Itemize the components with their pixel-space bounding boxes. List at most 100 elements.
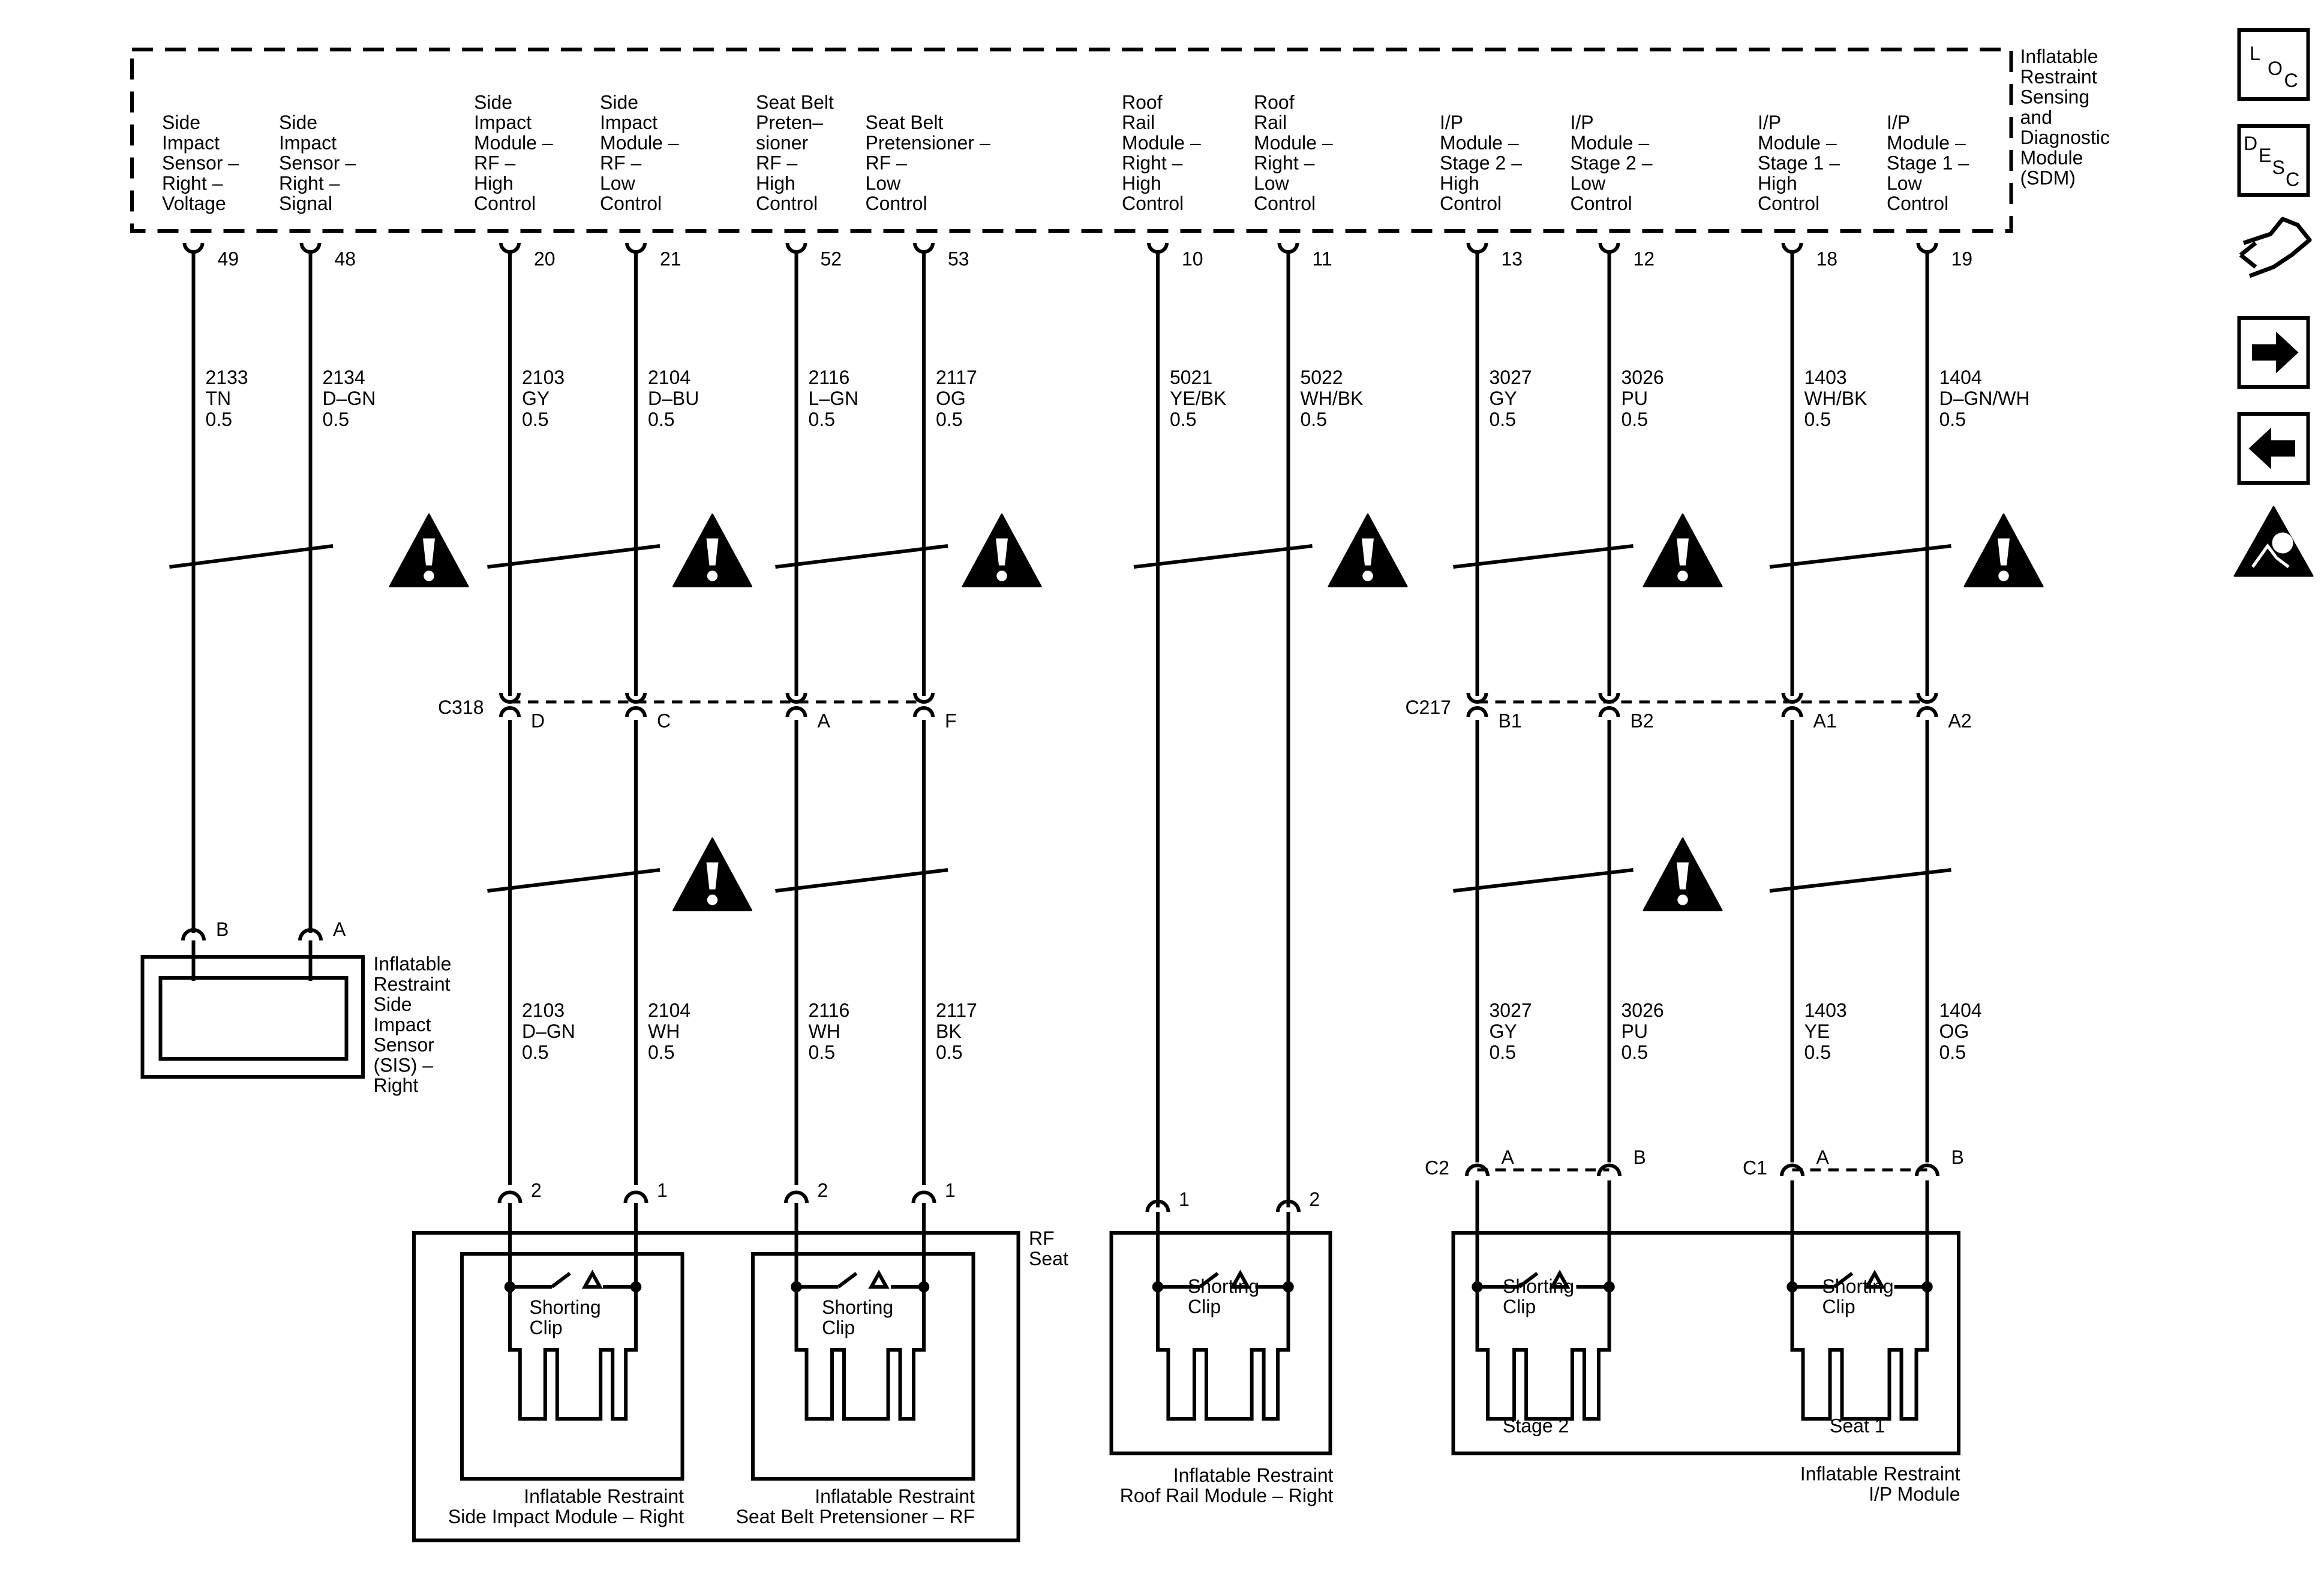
desc-letter: C: [2286, 169, 2299, 190]
sdm-pin-label: Control: [1887, 193, 1948, 214]
c318-pin-bottom: [913, 706, 935, 718]
sdm-pin-label: Right –: [1254, 152, 1315, 174]
loc-icon[interactable]: LOC: [2237, 28, 2310, 101]
wire-circuit: 2116: [809, 367, 850, 388]
wire-gauge: 0.5: [1622, 409, 1648, 430]
sdm-pin-number: 18: [1816, 248, 1838, 270]
sis-label: (SIS) –: [374, 1054, 434, 1076]
wire-color: D–GN/WH: [1939, 388, 2030, 409]
warning-icon: [672, 514, 752, 587]
sdm-pin-label: Side: [279, 112, 317, 133]
seat1-clip-body: [1790, 1287, 1929, 1421]
c318-pin-bottom: [625, 706, 647, 718]
arrow-left-icon[interactable]: [2237, 412, 2310, 485]
sdm-pin-label: High: [474, 172, 514, 194]
loc-letter: L: [2250, 43, 2260, 64]
wire-circuit: 2116: [809, 999, 850, 1021]
wire-color: L–GN: [809, 388, 859, 409]
sdm-pin-label: Module –: [474, 132, 553, 154]
sdm-pin-52: [785, 242, 807, 254]
wire-color: WH/BK: [1804, 388, 1867, 409]
desc-letter: S: [2272, 157, 2285, 178]
sdm-pin-number: 13: [1502, 248, 1523, 270]
sdm-pin-label: Stage 1 –: [1887, 152, 1969, 174]
seat1-label: Seat 1: [1830, 1415, 1885, 1437]
sdm-pin-label: I/P: [1758, 112, 1781, 133]
sdm-pin-12: [1598, 242, 1620, 254]
c217-pin-top: [1466, 692, 1488, 704]
wire-color: D–GN: [522, 1020, 575, 1042]
sdm-pin-label: Impact: [162, 132, 220, 154]
ip-module-label: I/P Module: [1869, 1483, 1960, 1505]
seat1-clip-switch: [1833, 1272, 1854, 1289]
side-module-pin-label: 2: [531, 1179, 542, 1201]
c318-pin-label: D: [531, 710, 545, 732]
sdm-pin-label: Control: [600, 193, 662, 214]
pretensioner-clip-switch: [837, 1272, 858, 1289]
wire-circuit: 1403: [1804, 367, 1847, 388]
twisted-pair-marker: [1769, 544, 1951, 569]
wire-circuit: 3026: [1622, 367, 1664, 388]
c318-label: C318: [438, 697, 484, 718]
sdm-pin-label: Module –: [1887, 132, 1966, 154]
twisted-pair-marker: [487, 868, 660, 893]
warning-dot: [1677, 571, 1688, 581]
warning-dot: [1677, 894, 1688, 905]
wire-color: PU: [1622, 388, 1648, 409]
twisted-pair-marker: [1453, 544, 1634, 569]
c2-pin: [1465, 1163, 1490, 1176]
sdm-pin-53: [913, 242, 935, 254]
wire-circuit: 5021: [1170, 367, 1212, 388]
wire-circuit: 2103: [522, 367, 565, 388]
c318-pin-label: F: [945, 710, 957, 732]
sis-label: Right: [374, 1074, 419, 1096]
desc-icon-frame: [2237, 124, 2310, 197]
shorting-clip-label: Shorting: [530, 1296, 601, 1318]
shorting-clip-label: Clip: [1503, 1296, 1536, 1317]
shorting-clip-label: Shorting: [822, 1296, 893, 1318]
wire-color: OG: [936, 388, 966, 409]
sdm-pin-label: Preten–: [756, 112, 823, 133]
sdm-pin-number: 20: [534, 248, 556, 270]
wire-gauge: 0.5: [522, 1041, 548, 1063]
sdm-pin-label: I/P: [1887, 112, 1910, 133]
c217-pin-bottom: [1781, 706, 1803, 718]
arrow-right-shape: [2252, 331, 2299, 374]
warning-icon: [1643, 837, 1723, 911]
desc-letter: D: [2244, 133, 2257, 154]
wire-color: WH: [809, 1020, 840, 1042]
c2-label: C2: [1425, 1157, 1449, 1179]
sdm-pin-label: High: [1122, 172, 1161, 194]
ip-module-label: Inflatable Restraint: [1800, 1463, 1960, 1485]
arrow-right-icon[interactable]: [2237, 316, 2310, 389]
airbag-warning-icon[interactable]: [2233, 506, 2314, 577]
shorting-clip-label: Shorting: [1822, 1275, 1894, 1297]
sdm-pin-label: High: [1758, 172, 1797, 194]
wire-gauge: 0.5: [522, 409, 548, 430]
shorting-clip-label: Clip: [1188, 1296, 1221, 1317]
warning-mark: [996, 538, 1008, 566]
sis-pin-label: A: [333, 918, 346, 940]
connector-wrench-icon[interactable]: [2239, 217, 2312, 278]
sdm-pin-label: Rail: [1122, 112, 1155, 133]
wire-color: PU: [1622, 1020, 1648, 1042]
sdm-pin-label: Seat Belt: [756, 91, 834, 113]
ip-module-box: [1451, 1231, 1960, 1455]
warning-mark: [1677, 862, 1689, 890]
sdm-pin-number: 53: [948, 248, 969, 270]
c318-pin-top: [913, 692, 935, 704]
sdm-box: [130, 47, 2013, 233]
sdm-pin-label: Control: [1758, 193, 1819, 214]
sdm-pin-label: High: [756, 172, 795, 194]
c1-pin-label: A: [1816, 1146, 1830, 1168]
sdm-pin-21: [625, 242, 647, 254]
side-module-label: Inflatable Restraint: [524, 1485, 684, 1507]
c2-pin: [1597, 1163, 1622, 1176]
pretensioner-clip-body: [794, 1287, 926, 1421]
sis-pin: [298, 928, 323, 941]
arrow-left-shape: [2248, 427, 2295, 470]
sdm-title: Module: [2020, 147, 2083, 169]
c1-label: C1: [1743, 1157, 1767, 1179]
